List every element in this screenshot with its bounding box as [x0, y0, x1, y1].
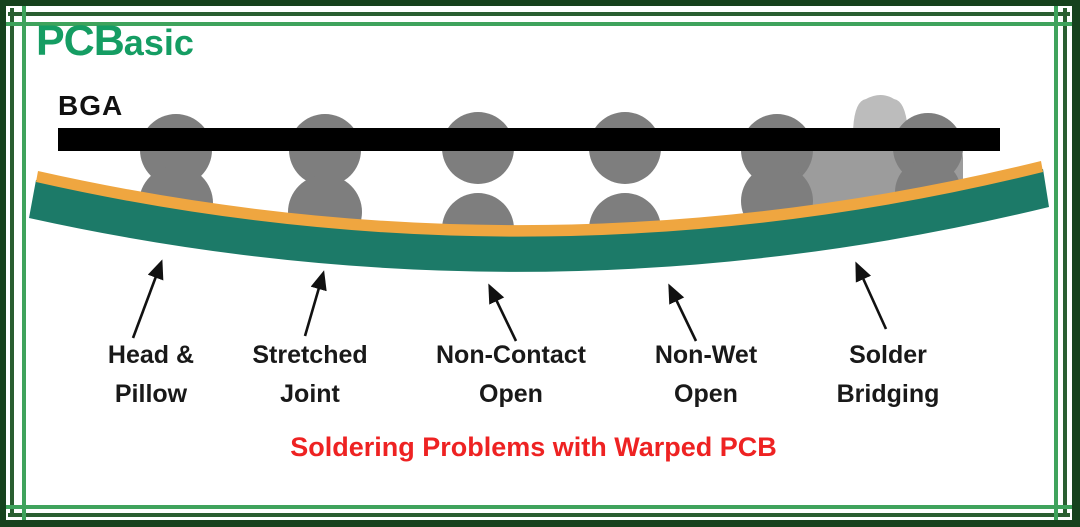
defect-label-line1: Stretched: [252, 341, 368, 369]
frame-line: [6, 22, 1072, 26]
arrow-solder-bridging: [855, 261, 888, 330]
arrow-stretched-joint: [303, 270, 327, 337]
defect-label-stretched-joint: Stretched Joint: [225, 336, 395, 414]
bga-package-bar: [58, 128, 1000, 151]
frame-line: [10, 8, 14, 517]
frame-line: [1054, 6, 1058, 520]
frame-line: [1063, 8, 1067, 517]
logo-text-rest: asic: [123, 22, 194, 63]
bga-component-label: BGA: [58, 90, 124, 121]
defect-label-head-pillow: Head & Pillow: [66, 336, 236, 414]
pcbasic-logo: PCBasic: [36, 20, 194, 63]
defect-label-line2: Joint: [280, 380, 340, 408]
logo-text-bold: PCB: [36, 17, 125, 65]
diagram-caption: Soldering Problems with Warped PCB: [290, 432, 777, 462]
frame-line: [8, 12, 1070, 16]
defect-label-non-contact-open: Non-Contact Open: [406, 336, 616, 414]
warped-pcb-board: [29, 169, 1049, 272]
frame-line: [6, 505, 1072, 509]
defect-label-line1: Solder: [849, 341, 927, 369]
defect-label-line1: Head &: [107, 341, 195, 369]
arrow-head-pillow: [131, 259, 164, 339]
defect-label-solder-bridging: Solder Bridging: [803, 336, 973, 414]
defect-label-line2: Pillow: [114, 380, 188, 408]
frame-line: [8, 513, 1070, 517]
defect-label-non-wet-open: Non-Wet Open: [621, 336, 791, 414]
defect-label-line1: Non-Contact: [436, 341, 586, 369]
arrow-non-wet-open: [668, 283, 698, 342]
warped-pcb-illustration: [29, 95, 1049, 342]
defect-label-line1: Non-Wet: [654, 341, 758, 369]
frame-line: [22, 6, 26, 520]
defect-label-line2: Open: [479, 380, 543, 408]
arrow-non-contact-open: [488, 283, 518, 342]
defect-label-line2: Open: [674, 380, 738, 408]
defect-label-line2: Bridging: [836, 380, 940, 408]
squeezed-solder-blob: [853, 95, 908, 132]
pcb-pad-layer: [36, 161, 1043, 237]
